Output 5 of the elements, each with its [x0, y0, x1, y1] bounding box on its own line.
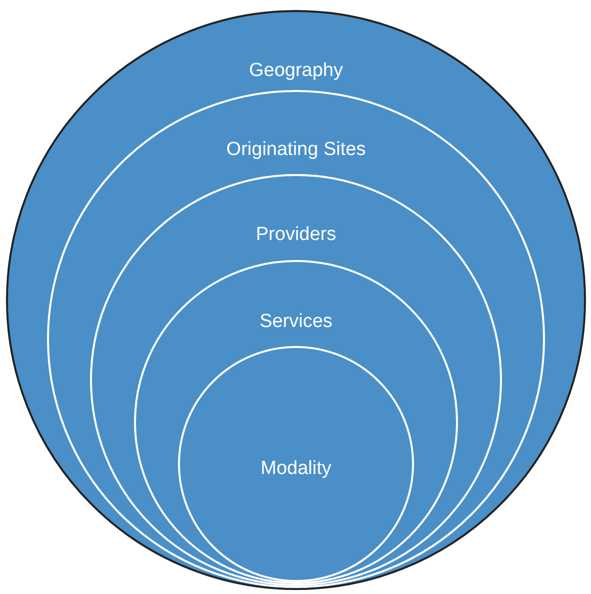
- ring-label: Providers: [254, 224, 338, 246]
- ring-label: Modality: [260, 458, 332, 480]
- ring-label: Originating Sites: [225, 139, 367, 161]
- ring-label: Geography: [248, 60, 344, 82]
- ring-label: Services: [258, 311, 334, 333]
